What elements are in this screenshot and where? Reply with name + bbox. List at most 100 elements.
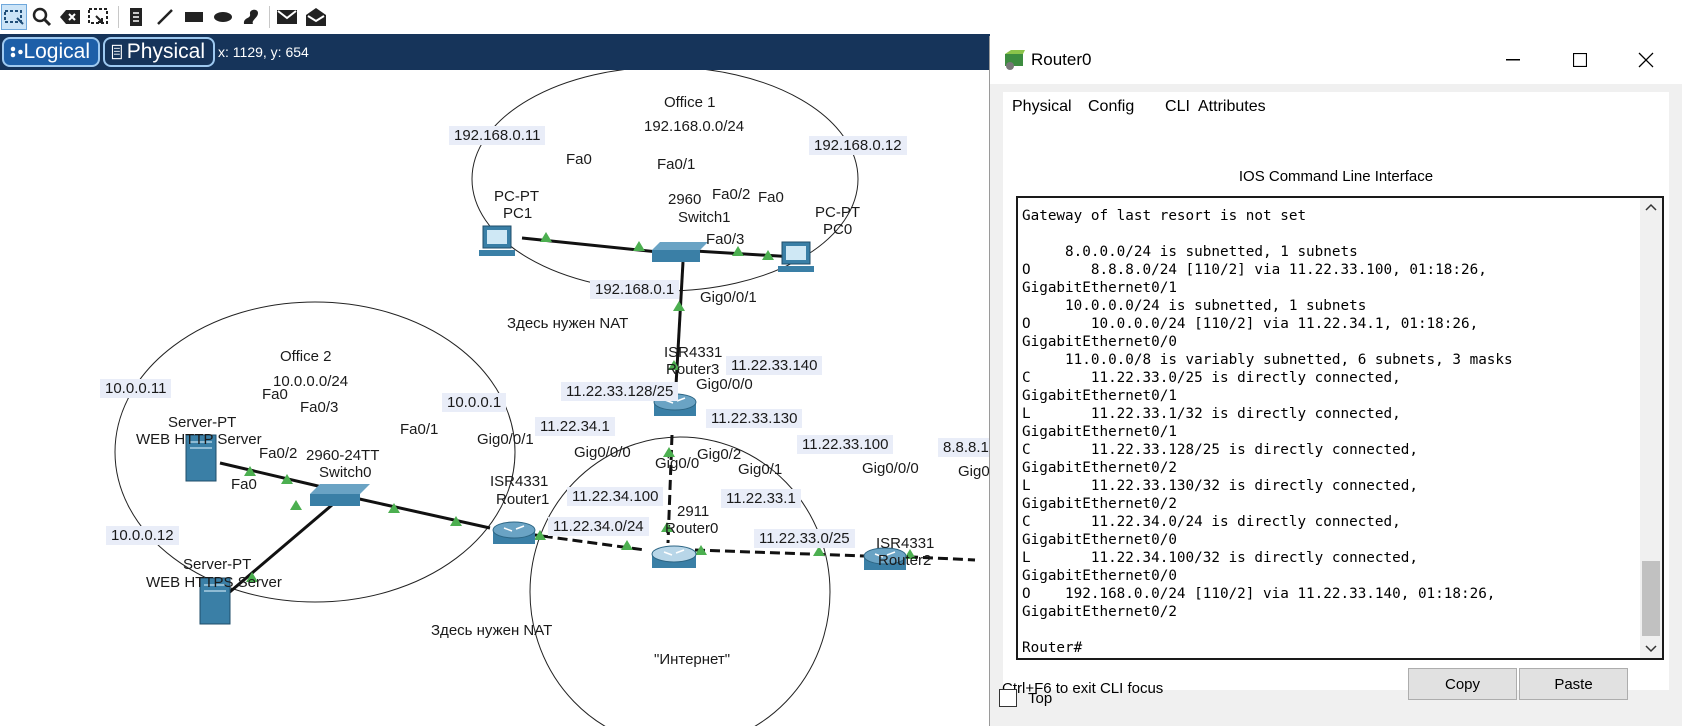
link-status-icon <box>904 549 916 559</box>
port-label: Fa0 <box>758 189 784 206</box>
logical-mode-label: Logical <box>23 40 90 63</box>
pc0-icon <box>778 241 814 272</box>
r0-r3-network: 11.22.33.128/25 <box>561 382 679 401</box>
switch1-icon <box>652 242 708 262</box>
port-label: Fa0 <box>262 386 288 403</box>
window-title: Router0 <box>1031 50 1092 69</box>
line-icon[interactable] <box>152 4 178 30</box>
port-label: Fa0/3 <box>706 231 745 248</box>
link-status-icon <box>695 545 707 555</box>
tab-physical[interactable]: Physical <box>1012 98 1072 115</box>
logical-mode-tab[interactable]: Logical <box>2 37 100 67</box>
logical-icon <box>10 46 23 58</box>
cursor-coordinates: x: 1129, y: 654 <box>218 44 309 60</box>
link-switch1-router3 <box>673 261 685 404</box>
complex-pdu-icon[interactable] <box>303 4 329 30</box>
router1-name-label: Router1 <box>496 491 550 508</box>
rectangle-icon[interactable] <box>181 4 207 30</box>
select-icon[interactable] <box>1 4 27 30</box>
link-status-icon <box>762 250 774 260</box>
simple-pdu-icon[interactable] <box>274 4 300 30</box>
minimize-button[interactable] <box>1479 36 1547 84</box>
router3-type-label: ISR4331 <box>664 344 723 361</box>
close-button[interactable] <box>1612 36 1680 84</box>
cli-scrollbar[interactable] <box>1640 198 1662 658</box>
server-http-type-label: Server-PT <box>168 414 237 431</box>
server-https-name-label: WEB HTTPS Server <box>146 574 282 591</box>
top-checkbox-label: Top <box>1028 690 1053 707</box>
note-icon[interactable] <box>123 4 149 30</box>
pc0-type-label: PC-PT <box>815 204 860 221</box>
cli-console[interactable]: Gateway of last resort is not set 8.0.0.… <box>1016 196 1664 660</box>
resize-icon[interactable] <box>85 4 111 30</box>
pc0-address: 192.168.0.12 <box>809 136 907 155</box>
router0-window: Router0 Physical Config CLI Attributes I… <box>989 36 1682 726</box>
minimize-icon <box>1506 59 1520 61</box>
switch1-type-label: 2960 <box>668 191 702 208</box>
link-status-icon <box>633 241 645 251</box>
router1-lan-address: 10.0.0.1 <box>442 393 507 412</box>
tab-cli[interactable]: CLI <box>1165 98 1190 115</box>
maximize-button[interactable] <box>1546 36 1614 84</box>
port-label: Gig0/0/0 <box>862 460 919 477</box>
freeform-icon[interactable] <box>238 4 264 30</box>
pc0-name-label: PC0 <box>823 221 853 238</box>
link-status-icon <box>621 540 633 550</box>
port-label: Gig0 <box>958 463 990 480</box>
main-toolbar <box>0 0 1682 34</box>
router2-type-label: ISR4331 <box>876 535 935 552</box>
top-checkbox[interactable] <box>999 689 1017 707</box>
switch0-name-label: Switch0 <box>319 464 372 481</box>
scroll-thumb[interactable] <box>1642 561 1660 636</box>
router3-name-label: Router3 <box>666 361 720 378</box>
router1-type-label: ISR4331 <box>490 473 549 490</box>
switch0-icon <box>310 484 370 506</box>
topology-canvas[interactable]: Office 1 192.168.0.0/24 Office 2 10.0.0.… <box>0 70 990 726</box>
delete-icon[interactable] <box>57 4 83 30</box>
nat-note-router1: Здесь нужен NAT <box>431 622 553 639</box>
server-http-address: 10.0.0.11 <box>100 379 172 398</box>
port-label: Gig0/0/1 <box>700 289 757 306</box>
link-switch0-server2 <box>224 503 333 598</box>
cli-caption: IOS Command Line Interface <box>1238 168 1434 185</box>
server-https-icon <box>199 577 231 625</box>
pc1-address: 192.168.0.11 <box>449 126 546 145</box>
switch0-type-label: 2960-24TT <box>306 447 380 464</box>
paste-button[interactable]: Paste <box>1519 668 1628 700</box>
port-label: Fa0 <box>231 476 257 493</box>
router2-wan-address: 11.22.33.100 <box>797 435 894 454</box>
port-label: Fa0 <box>566 151 592 168</box>
router0-icon <box>651 545 697 568</box>
office2-area <box>114 301 516 603</box>
window-titlebar[interactable]: Router0 <box>990 36 1682 84</box>
office2-title: Office 2 <box>280 348 332 365</box>
port-label: Fa0/1 <box>657 156 696 173</box>
tab-attributes[interactable]: Attributes <box>1198 98 1266 115</box>
link-status-icon <box>388 503 400 513</box>
physical-mode-tab[interactable]: Physical <box>103 37 215 67</box>
router0-type-label: 2911 <box>677 503 710 520</box>
link-status-icon <box>732 246 744 256</box>
router-app-icon <box>1005 50 1025 70</box>
ellipse-icon[interactable] <box>210 4 236 30</box>
link-status-icon <box>813 546 825 556</box>
cli-focus-hint: Ctrl+F6 to exit CLI focus <box>1002 680 1164 697</box>
server-http-name-label: WEB HTTP Server <box>136 431 262 448</box>
scroll-down-arrow-icon[interactable] <box>1640 640 1662 658</box>
link-router2-far <box>892 554 976 562</box>
link-status-icon <box>450 516 462 526</box>
office2-network: 10.0.0.0/24 <box>273 373 349 390</box>
scroll-up-arrow-icon[interactable] <box>1640 198 1662 216</box>
copy-button[interactable]: Copy <box>1408 668 1517 700</box>
internet-area <box>529 436 831 726</box>
tab-config[interactable]: Config <box>1088 98 1135 115</box>
router1-wan-address: 11.22.34.1 <box>535 417 615 436</box>
port-label: Fa0/1 <box>400 421 439 438</box>
toolbar-divider <box>118 6 119 28</box>
office1-network: 192.168.0.0/24 <box>644 118 745 135</box>
inspect-icon[interactable] <box>29 4 55 30</box>
cli-output[interactable]: Gateway of last resort is not set 8.0.0.… <box>1022 208 1513 656</box>
toolbar-divider <box>269 6 270 28</box>
r0-r2-network: 11.22.33.0/25 <box>754 529 855 548</box>
physical-mode-label: Physical <box>126 40 205 63</box>
